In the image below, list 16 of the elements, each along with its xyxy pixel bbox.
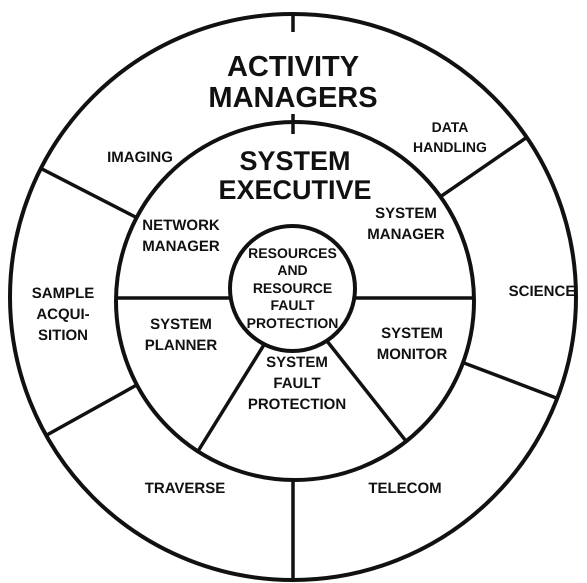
segment-label: SYSTEM PLANNER	[127, 314, 235, 356]
segment-label: SCIENCE	[506, 281, 578, 302]
ring-heading: ACTIVITY MANAGERS	[207, 52, 379, 115]
segment-label: SYSTEM FAULT PROTECTION	[247, 352, 347, 415]
segment-label: NETWORK MANAGER	[127, 215, 235, 257]
segment-label: SYSTEM MONITOR	[362, 323, 462, 365]
segment-label: DATA HANDLING	[395, 118, 505, 158]
circle-label: RESOURCES AND RESOURCE FAULT PROTECTION	[246, 244, 340, 332]
ring-heading: SYSTEM EXECUTIVE	[217, 147, 373, 206]
segment-label: IMAGING	[85, 147, 195, 168]
segment-label: SAMPLE ACQUI- SITION	[22, 283, 104, 346]
segment-label: SYSTEM MANAGER	[352, 203, 460, 245]
ring-circle	[8, 12, 578, 582]
segment-label: TRAVERSE	[130, 478, 240, 499]
segment-label: TELECOM	[350, 478, 460, 499]
center-circle	[228, 224, 357, 353]
